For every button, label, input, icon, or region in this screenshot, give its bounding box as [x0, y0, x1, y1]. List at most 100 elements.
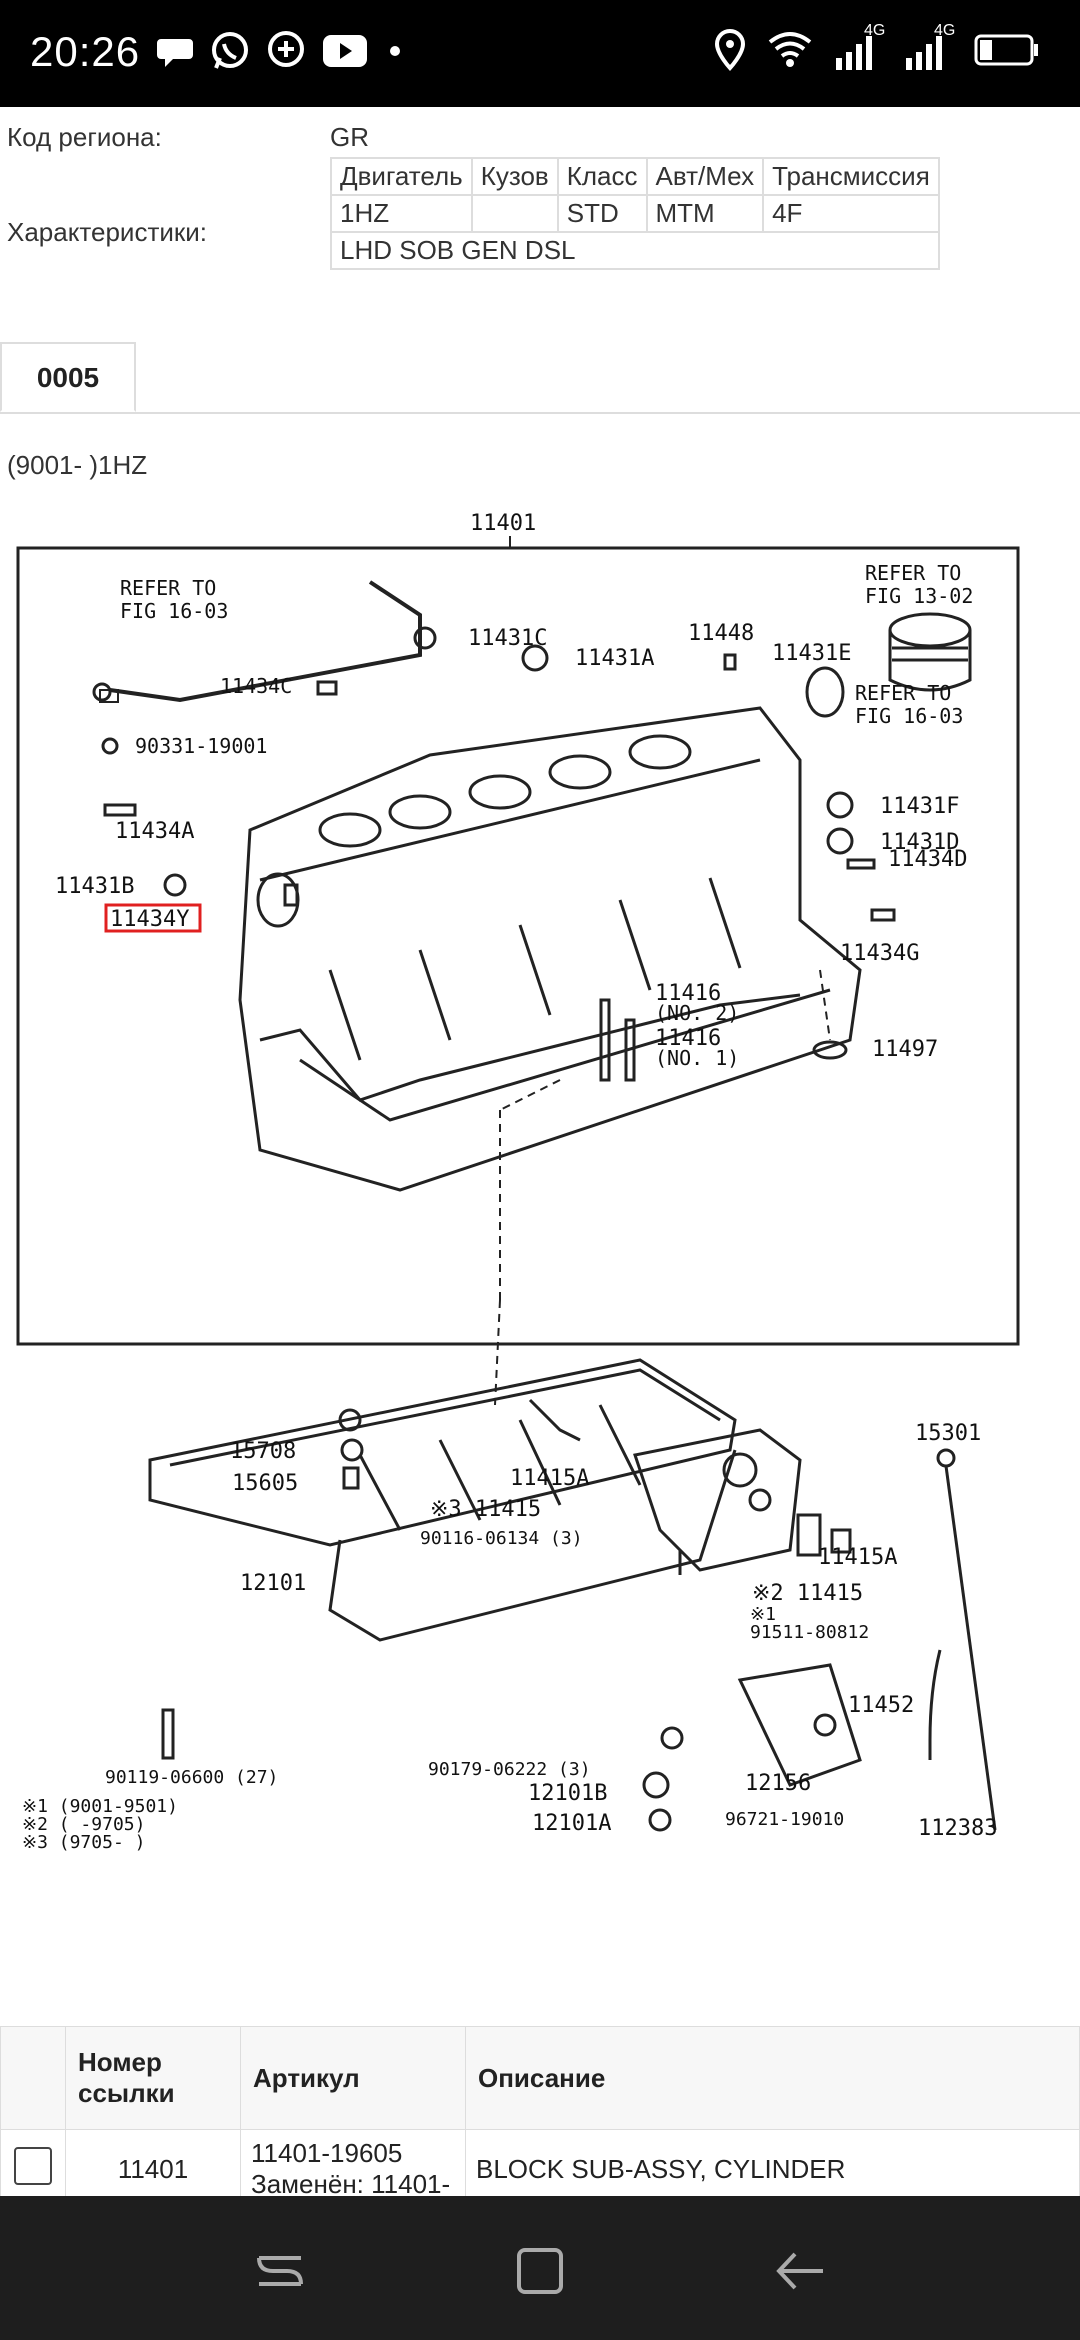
parts-header-row: Номер ссылки Артикул Описание: [0, 2026, 1080, 2130]
back-icon[interactable]: [765, 2236, 835, 2306]
oil-pan-drawing: [148, 1358, 737, 1642]
label-11431A: 11431A: [575, 646, 654, 671]
label-11431D: 11431D: [880, 830, 959, 855]
spec-header-row: Двигатель Кузов Класс Авт/Мех Трансмисси…: [330, 157, 940, 196]
label-star1: ※1: [750, 1604, 776, 1625]
label-3-11415: ※3 11415: [430, 1497, 541, 1522]
label-12101: 12101: [240, 1571, 306, 1596]
tab-bar: 0005: [0, 342, 1080, 414]
note-3: ※3 (9705- ): [22, 1832, 145, 1853]
spec-extra-row: LHD SOB GEN DSL: [330, 231, 940, 270]
label-no1: (NO. 1): [655, 1046, 739, 1070]
youtube-icon: [323, 35, 367, 67]
label-90331: 90331-19001: [135, 734, 267, 758]
label-refer-1302-2: FIG 13-02: [865, 584, 973, 608]
note-1: ※1 (9001-9501): [22, 1796, 178, 1817]
label-15708: 15708: [230, 1439, 296, 1464]
label-15301: 15301: [915, 1421, 981, 1446]
dot-icon: [390, 46, 400, 56]
label-11452: 11452: [848, 1693, 914, 1718]
parts-diagram: 11401 REFER TO FIG 16-03 REFER TO FIG 13…: [0, 500, 1030, 2000]
label-no2: (NO. 2): [655, 1001, 739, 1025]
label-96721: 96721-19010: [725, 1809, 844, 1830]
label-91511: 91511-80812: [750, 1622, 869, 1643]
label-11497: 11497: [872, 1037, 938, 1062]
region-label: Код региона:: [7, 122, 162, 152]
label-90179: 90179-06222 (3): [428, 1759, 591, 1780]
home-icon[interactable]: [505, 2236, 575, 2306]
spec-table: Двигатель Кузов Класс Авт/Мех Трансмисси…: [330, 157, 940, 270]
label-11401: 11401: [470, 511, 536, 536]
whatsapp-icon: [212, 32, 248, 69]
label-12156: 12156: [745, 1771, 811, 1796]
spec-value-class: STD: [556, 194, 648, 233]
label-2-11415: ※2 11415: [752, 1581, 863, 1606]
label-11434Y: 11434Y: [110, 907, 189, 932]
highlight-box: [104, 903, 202, 933]
system-icons: 4G 4G: [714, 22, 1040, 72]
label-112383: 112383: [918, 1816, 997, 1841]
label-11416-no2: 11416: [655, 981, 721, 1006]
row-article-number[interactable]: 11401-19605: [251, 2138, 403, 2168]
label-11431B: 11431B: [55, 874, 134, 899]
parts-table-container: Номер ссылки Артикул Описание 11401 1140…: [0, 2026, 1080, 2209]
table-row[interactable]: 11401 11401-19605 Заменён: 11401- BLOCK …: [0, 2129, 1080, 2209]
piston-drawing: [888, 612, 972, 692]
label-11431C: 11431C: [468, 626, 547, 651]
label-11431F: 11431F: [880, 794, 959, 819]
label-11434C: 11434C: [220, 674, 292, 698]
header-ref-number[interactable]: Номер ссылки: [65, 2026, 241, 2130]
parts-table: Номер ссылки Артикул Описание 11401 1140…: [0, 2026, 1080, 2209]
label-11434A: 11434A: [115, 819, 194, 844]
vehicle-info: Код региона: GR Характеристики: Двигател…: [0, 107, 1080, 337]
label-11416-no1: 11416: [655, 1026, 721, 1051]
label-11434G: 11434G: [840, 941, 919, 966]
diagram-svg: 11401 REFER TO FIG 16-03 REFER TO FIG 13…: [16, 511, 1020, 1853]
recent-apps-icon[interactable]: [245, 2236, 315, 2306]
spec-header-class: Класс: [556, 157, 648, 196]
battery-icon: [974, 34, 1038, 66]
label-refer-1302-1: REFER TO: [865, 561, 961, 585]
spec-header-body: Кузов: [470, 157, 559, 196]
row-article: 11401-19605 Заменён: 11401-: [240, 2129, 466, 2209]
region-value: GR: [330, 122, 369, 152]
label-refer-1603b-2: FIG 16-03: [855, 704, 963, 728]
message-plus-icon: [268, 31, 304, 67]
label-refer-1603a-1: REFER TO: [120, 576, 216, 600]
row-select-cell[interactable]: [0, 2129, 66, 2209]
label-90116: 90116-06134 (3): [420, 1528, 583, 1549]
spec-value-transmission-type: MTM: [645, 194, 765, 233]
spec-header-transmission: Трансмиссия: [762, 157, 940, 196]
spec-header-engine: Двигатель: [330, 157, 473, 196]
label-15605: 15605: [232, 1471, 298, 1496]
oil-pump-drawing: [633, 1428, 802, 1572]
row-description: BLOCK SUB-ASSY, CYLINDER: [465, 2129, 1080, 2209]
note-2: ※2 ( -9705): [22, 1814, 145, 1835]
header-description[interactable]: Описание: [465, 2026, 1080, 2130]
spec-value-body: [470, 194, 559, 233]
notification-icons: [155, 30, 407, 72]
spec-value-engine: 1HZ: [330, 194, 473, 233]
dipstick-drawing: [928, 1448, 997, 1831]
label-12101B: 12101B: [528, 1781, 607, 1806]
spec-extra: LHD SOB GEN DSL: [330, 231, 940, 270]
spec-value-transmission: 4F: [762, 194, 940, 233]
wifi-icon: [768, 32, 812, 67]
location-icon: [714, 29, 746, 71]
model-line: (9001- )1HZ: [7, 450, 148, 480]
row-checkbox[interactable]: [14, 2146, 52, 2185]
label-11415A-2: 11415A: [818, 1545, 897, 1570]
oil-strainer-drawing: [737, 1663, 862, 1787]
spec-value-row: 1HZ STD MTM 4F: [330, 194, 940, 233]
diagram-frame: [16, 546, 1020, 1346]
status-time: 20:26: [30, 28, 141, 75]
signal-4g-icon: 4G: [904, 22, 955, 72]
oil-tube-drawing: [109, 580, 422, 703]
row-ref: 11401: [65, 2129, 241, 2209]
label-11431E: 11431E: [772, 641, 851, 666]
signal-4g-icon: 4G: [834, 22, 885, 72]
tab-0005[interactable]: 0005: [0, 342, 136, 412]
label-11448: 11448: [688, 621, 754, 646]
header-article[interactable]: Артикул: [240, 2026, 466, 2130]
cylinder-block-drawing: [238, 706, 862, 1192]
